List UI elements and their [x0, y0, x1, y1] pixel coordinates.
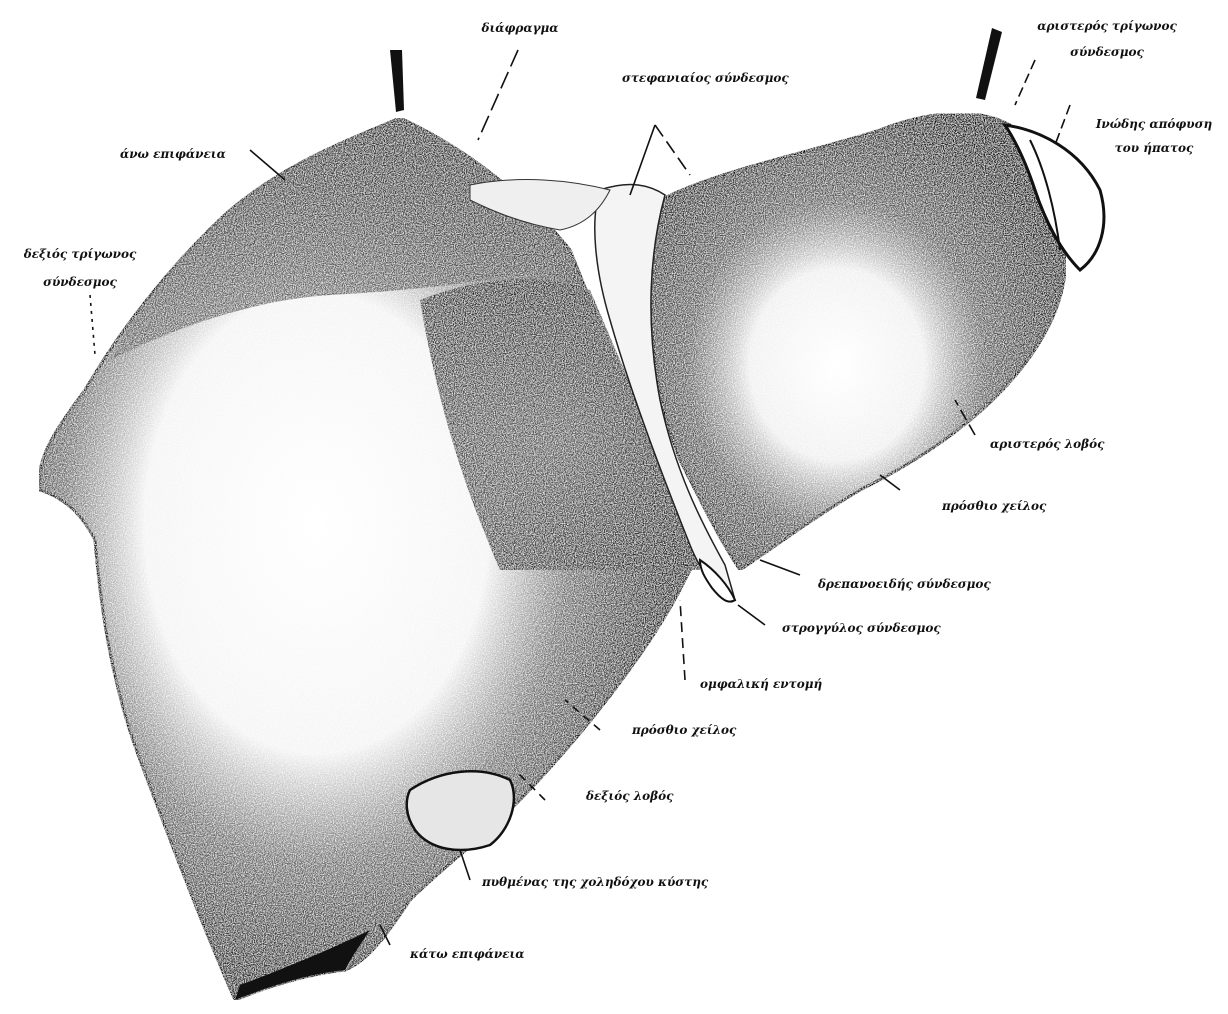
label-anterior-margin-right: πρόσθιο χείλος [632, 724, 736, 736]
label-anterior-margin-left: πρόσθιο χείλος [942, 500, 1046, 512]
label-fibrous-appendix-1: Ινώδης απόφυση [1080, 118, 1228, 130]
label-gallbladder-fundus: πυθμένας της χοληδόχου κύστης [482, 876, 708, 888]
label-left-triangular-ligament-2: σύνδεσμος [1022, 46, 1192, 58]
label-upper-surface: άνω επιφάνεια [120, 148, 226, 160]
label-lower-surface: κάτω επιφάνεια [410, 948, 525, 960]
label-right-triangular-ligament-1: δεξιός τρίγωνος [0, 248, 160, 260]
label-round-ligament: στρογγύλος σύνδεσμος [782, 622, 941, 634]
label-falciform-ligament: δρεπανοειδής σύνδεσμος [818, 578, 991, 590]
label-umbilical-notch: ομφαλική εντομή [700, 678, 822, 690]
label-right-triangular-ligament-2: σύνδεσμος [0, 276, 160, 288]
gallbladder-fundus-shape [407, 771, 514, 850]
label-left-triangular-ligament-1: αριστερός τρίγωνος [1022, 20, 1192, 32]
label-coronary-ligament: στεφανιαίος σύνδεσμος [622, 72, 789, 84]
diaphragm-stalk-right [390, 50, 404, 112]
label-fibrous-appendix-2: του ήπατος [1080, 142, 1228, 154]
label-right-lobe: δεξιός λοβός [586, 790, 673, 802]
label-left-lobe: αριστερός λοβός [990, 438, 1104, 450]
diaphragm-stalk-left [976, 28, 1002, 100]
label-diaphragm: διάφραγμα [460, 22, 580, 34]
